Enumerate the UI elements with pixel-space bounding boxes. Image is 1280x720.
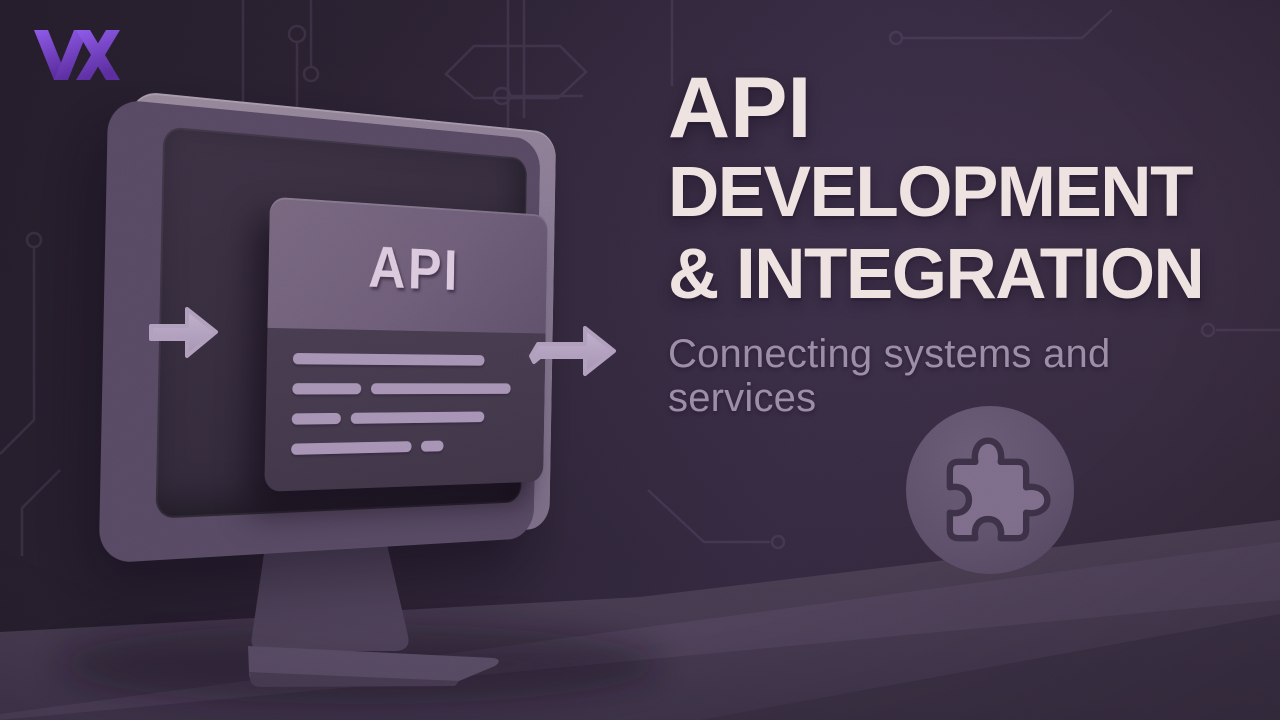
title-line-1: API — [668, 60, 812, 156]
input-arrow-icon — [149, 307, 218, 358]
title-block: API DEVELOPMENT & INTEGRATION Connecting… — [668, 64, 1228, 420]
title-line-3: & INTEGRATION — [668, 235, 1205, 314]
output-arrow-icon — [529, 326, 616, 376]
vx-logo — [34, 30, 120, 80]
title-line-2: DEVELOPMENT — [668, 153, 1193, 232]
subtitle: Connecting systems and services — [668, 332, 1111, 420]
vx-logo-glyphs — [34, 30, 120, 80]
